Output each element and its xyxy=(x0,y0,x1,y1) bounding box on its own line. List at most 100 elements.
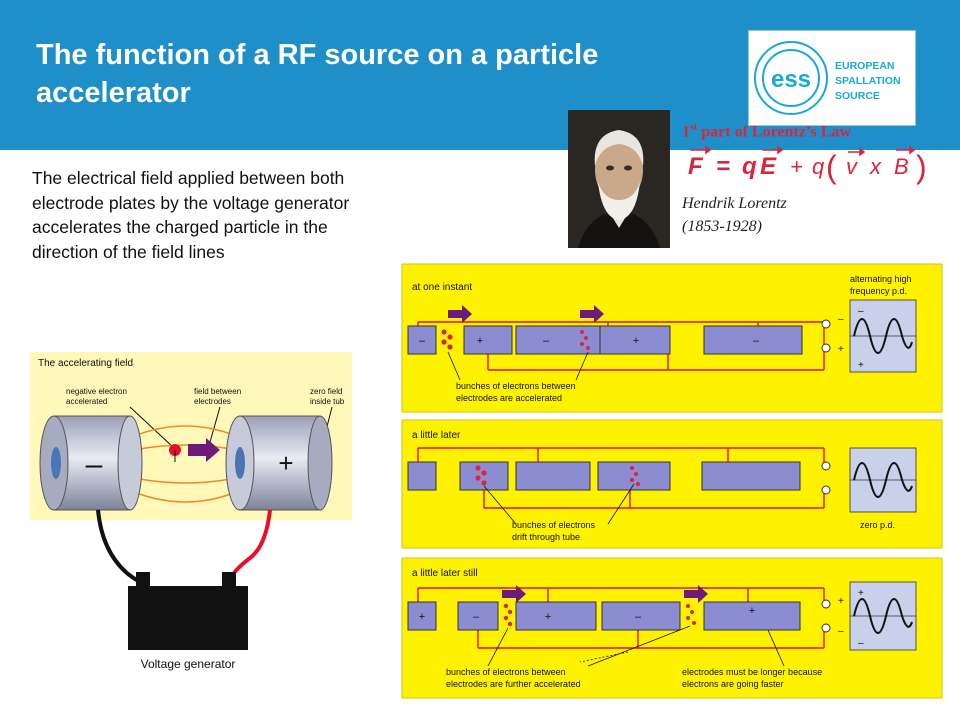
stage3-electrode-4 xyxy=(601,601,681,631)
stage1-electrode-3 xyxy=(515,325,603,355)
stage1-electrode-2 xyxy=(463,325,513,355)
acceleration-arrow-icon xyxy=(188,438,220,462)
explanation-text: The electrical field applied between bot… xyxy=(32,168,350,262)
vector-arrowhead-e-icon xyxy=(777,145,784,155)
person-name: Hendrik Lorentz xyxy=(682,195,787,212)
positive-electrode: + xyxy=(225,415,333,511)
label-zero-1: zero field xyxy=(310,387,342,396)
stage1-sign-2: + xyxy=(477,335,483,347)
stage1-electrode-1 xyxy=(407,325,437,355)
formula-paren-close: ) xyxy=(916,149,927,185)
formula-paren-open: ( xyxy=(826,149,837,185)
negative-electrode: – xyxy=(39,415,143,511)
stage3-bunch-1 xyxy=(503,603,513,627)
stage2-pd-label: zero p.d. xyxy=(860,520,895,530)
lorentz-formula: F = q E + q ( v x B ) xyxy=(680,140,950,186)
stage1-terminal-top-sign: – xyxy=(838,314,844,325)
linac-stages-graphic: at one instant – + – + – xyxy=(398,262,946,702)
person-years: (1853-1928) xyxy=(682,218,762,235)
stage3-terminal-top xyxy=(821,599,831,609)
pointer-field xyxy=(209,406,221,443)
stage-panel-2: a little later bunches of electro xyxy=(401,419,943,549)
lorentz-law-sup: st xyxy=(690,122,698,133)
stage2-caption-1: bunches of electrons xyxy=(512,520,596,530)
formula-f: F xyxy=(688,153,704,180)
stage1-terminal-top xyxy=(821,319,831,329)
stage2-terminal-bottom xyxy=(821,485,831,495)
stage2-sine-wave xyxy=(853,462,913,498)
stage2-electrode-4 xyxy=(597,461,671,491)
stage1-arrow-1-icon xyxy=(448,305,472,323)
battery-body xyxy=(128,586,248,650)
accelerating-field-graphic: The accelerating field negative electron… xyxy=(30,352,352,671)
stage3-caption-2: electrodes are further accelerated xyxy=(446,679,581,689)
stage1-terminal-bottom xyxy=(821,343,831,353)
formula-plus: + xyxy=(790,154,803,179)
stage1-pd-top-sign: – xyxy=(858,306,864,317)
battery-terminal-positive xyxy=(222,572,236,586)
vector-arrowhead-b-icon xyxy=(909,145,916,155)
stage3-sine-wave xyxy=(853,598,913,634)
logo-line-1: EUROPEAN xyxy=(835,60,895,72)
stage-panel-3: a little later still + – + – + xyxy=(401,557,943,699)
stage3-caption-1: bunches of electrons between xyxy=(446,667,566,677)
stage1-electrode-4 xyxy=(599,325,671,355)
person-caption: Hendrik Lorentz (1853-1928) xyxy=(682,192,787,238)
field-heading: The accelerating field xyxy=(38,358,133,369)
stage3-sign-1: + xyxy=(419,611,425,623)
stage3-terminal-top-sign: + xyxy=(838,596,844,607)
linac-stages-figure: at one instant – + – + – xyxy=(398,262,946,702)
battery-terminal-negative xyxy=(136,572,150,586)
logo-ring-icon xyxy=(754,41,828,115)
stage3-sign-5: + xyxy=(749,605,755,617)
generator-label: Voltage generator xyxy=(141,657,236,671)
stage3-electrode-3 xyxy=(515,601,597,631)
stage1-caption-2: electrodes are accelerated xyxy=(456,393,562,403)
formula-q: q xyxy=(742,153,757,180)
stage3-arrow-2-icon xyxy=(684,585,708,603)
lorentz-law-number: 1 xyxy=(682,123,690,141)
lorentz-formula-graphic: F = q E + q ( v x B ) xyxy=(688,145,927,185)
stage1-pd-bottom-sign: + xyxy=(858,360,864,371)
stage1-sine-wave xyxy=(853,318,913,354)
stage3-sign-3: + xyxy=(545,611,551,623)
stage2-electrode-3 xyxy=(515,461,591,491)
stage2-bunch-2 xyxy=(630,466,640,486)
stage1-caption-1: bunches of electrons between xyxy=(456,381,576,391)
stage3-caption-4: electrons are going faster xyxy=(682,679,784,689)
logo-mark: ess xyxy=(771,66,811,93)
stage1-arrow-2-icon xyxy=(580,305,604,323)
stage1-heading: at one instant xyxy=(412,282,472,293)
stage2-electrode-2 xyxy=(459,461,509,491)
stage3-electrode-5 xyxy=(703,601,801,631)
stage3-electrode-1 xyxy=(407,601,437,631)
formula-q2: q xyxy=(812,154,825,179)
stage2-electrode-1 xyxy=(407,461,437,491)
lorentz-law-text: part of Lorentz’s Law xyxy=(697,123,851,141)
stage3-pd-top-sign: + xyxy=(858,588,864,599)
stage1-sign-3: – xyxy=(543,335,550,347)
formula-v: v xyxy=(846,154,859,179)
formula-b: B xyxy=(894,154,909,179)
field-lines xyxy=(133,425,237,503)
stage1-sign-4: + xyxy=(633,335,639,347)
label-field-1: field between xyxy=(194,387,241,396)
lorentz-portrait xyxy=(568,110,670,248)
stage2-caption-2: drift through tube xyxy=(512,532,580,542)
stage2-electrode-5 xyxy=(701,461,801,491)
stage3-heading: a little later still xyxy=(412,568,478,579)
stage1-sign-5: – xyxy=(753,335,760,347)
stage3-caption-3: electrodes must be longer because xyxy=(682,667,822,677)
formula-equals: = xyxy=(716,153,730,180)
logo-line-2: SPALLATION xyxy=(835,75,901,87)
stage1-bunch-1 xyxy=(441,329,453,350)
plus-sign: + xyxy=(278,448,293,478)
stage3-electrode-2 xyxy=(457,601,499,631)
stage1-pd-label-1: alternating high xyxy=(850,274,912,284)
formula-x: x xyxy=(869,154,882,179)
vector-arrowhead-f-icon xyxy=(705,145,712,155)
pointer-electron xyxy=(129,406,175,449)
stage3-pd-bottom-sign: – xyxy=(858,638,864,649)
stage2-terminal-top xyxy=(821,461,831,471)
ess-logo-graphic: ess EUROPEAN SPALLATION SOURCE xyxy=(754,41,901,115)
